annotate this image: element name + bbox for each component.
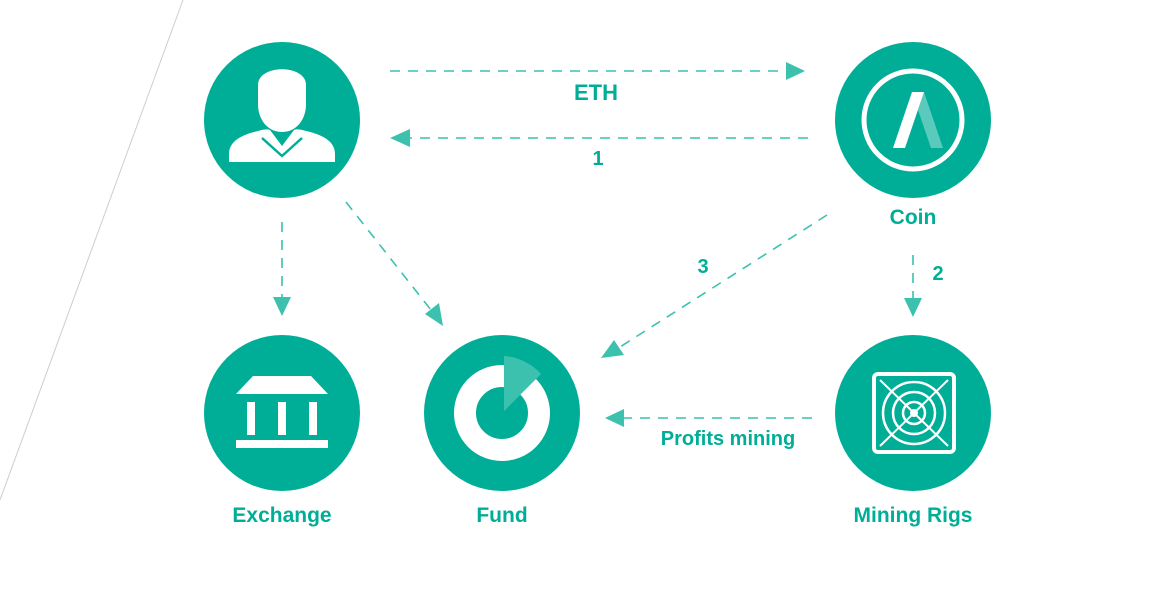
edge-label-3: 3 [697, 256, 708, 278]
edge-coin-to-mining-rigs [904, 255, 922, 317]
edge-coin-to-fund [601, 214, 828, 358]
coin-logo-icon [861, 68, 965, 172]
node-label-exchange: Exchange [232, 504, 331, 527]
edge-user-to-fund [345, 201, 443, 326]
edge-label-1: 1 [592, 148, 603, 170]
node-label-coin: Coin [890, 206, 937, 229]
pie-chart-icon [454, 356, 550, 461]
node-fund [424, 335, 580, 491]
edge-label-2: 2 [932, 263, 943, 285]
edge-label-profits-mining: Profits mining [661, 428, 795, 450]
node-exchange [204, 335, 360, 491]
node-label-fund: Fund [476, 504, 527, 527]
node-user [204, 42, 360, 198]
node-mining-rigs [835, 335, 991, 491]
edge-user-to-exchange [273, 222, 291, 316]
node-coin [835, 42, 991, 198]
edge-user-to-coin [390, 62, 805, 80]
edge-label-eth: ETH [574, 80, 618, 105]
edge-coin-to-user [390, 129, 808, 147]
bank-icon [236, 376, 328, 448]
user-icon [229, 69, 335, 162]
node-label-mining-rigs: Mining Rigs [854, 504, 973, 527]
decorative-diagonal-line [0, 0, 184, 501]
edge-mining-rigs-to-fund [605, 409, 812, 427]
fan-icon [872, 372, 956, 454]
